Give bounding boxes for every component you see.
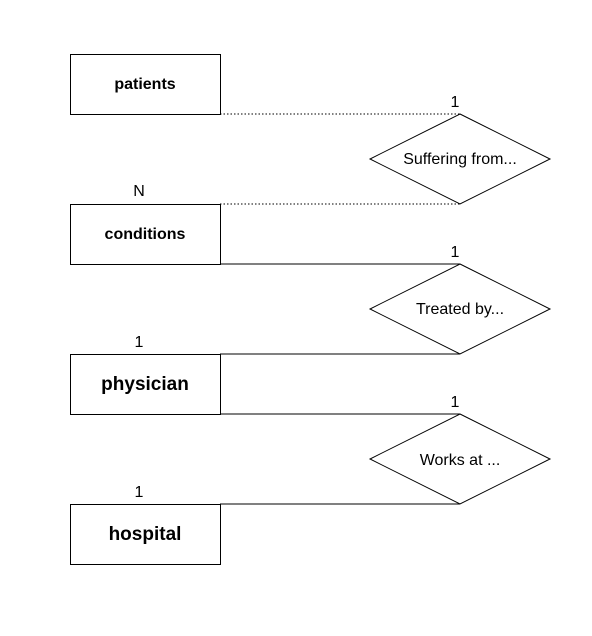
cardinality-conditions-side-2: 1 [451, 244, 460, 261]
entity-physician-label: physician [101, 374, 189, 395]
relationship-suffering-from-label: Suffering from... [403, 151, 517, 168]
relationship-suffering-from[interactable]: Suffering from... [368, 113, 552, 205]
relationship-works-at-diamond [368, 413, 552, 505]
entity-hospital-box [70, 504, 221, 565]
relationship-suffering-from-diamond [368, 113, 552, 205]
relationship-treated-by-label: Treated by... [416, 301, 504, 318]
cardinality-hospital-side: 1 [135, 484, 144, 501]
entity-conditions[interactable]: conditions [70, 204, 221, 265]
entity-patients-box [70, 54, 221, 115]
relationship-treated-by[interactable]: Treated by... [368, 263, 552, 355]
cardinality-conditions-side-1: N [133, 183, 145, 200]
relationship-works-at-label: Works at ... [420, 452, 501, 469]
entity-conditions-box [70, 204, 221, 265]
entity-hospital-label: hospital [109, 524, 182, 545]
entity-patients[interactable]: patients [70, 54, 221, 115]
entity-hospital[interactable]: hospital [70, 504, 221, 565]
cardinality-physician-side-2: 1 [451, 394, 460, 411]
cardinality-patients-side: 1 [451, 94, 460, 111]
relationship-works-at[interactable]: Works at ... [368, 413, 552, 505]
relationship-treated-by-diamond [368, 263, 552, 355]
entity-conditions-label: conditions [105, 226, 186, 243]
entity-physician-box [70, 354, 221, 415]
cardinality-physician-side-1: 1 [135, 334, 144, 351]
entity-patients-label: patients [114, 76, 175, 93]
entity-physician[interactable]: physician [70, 354, 221, 415]
